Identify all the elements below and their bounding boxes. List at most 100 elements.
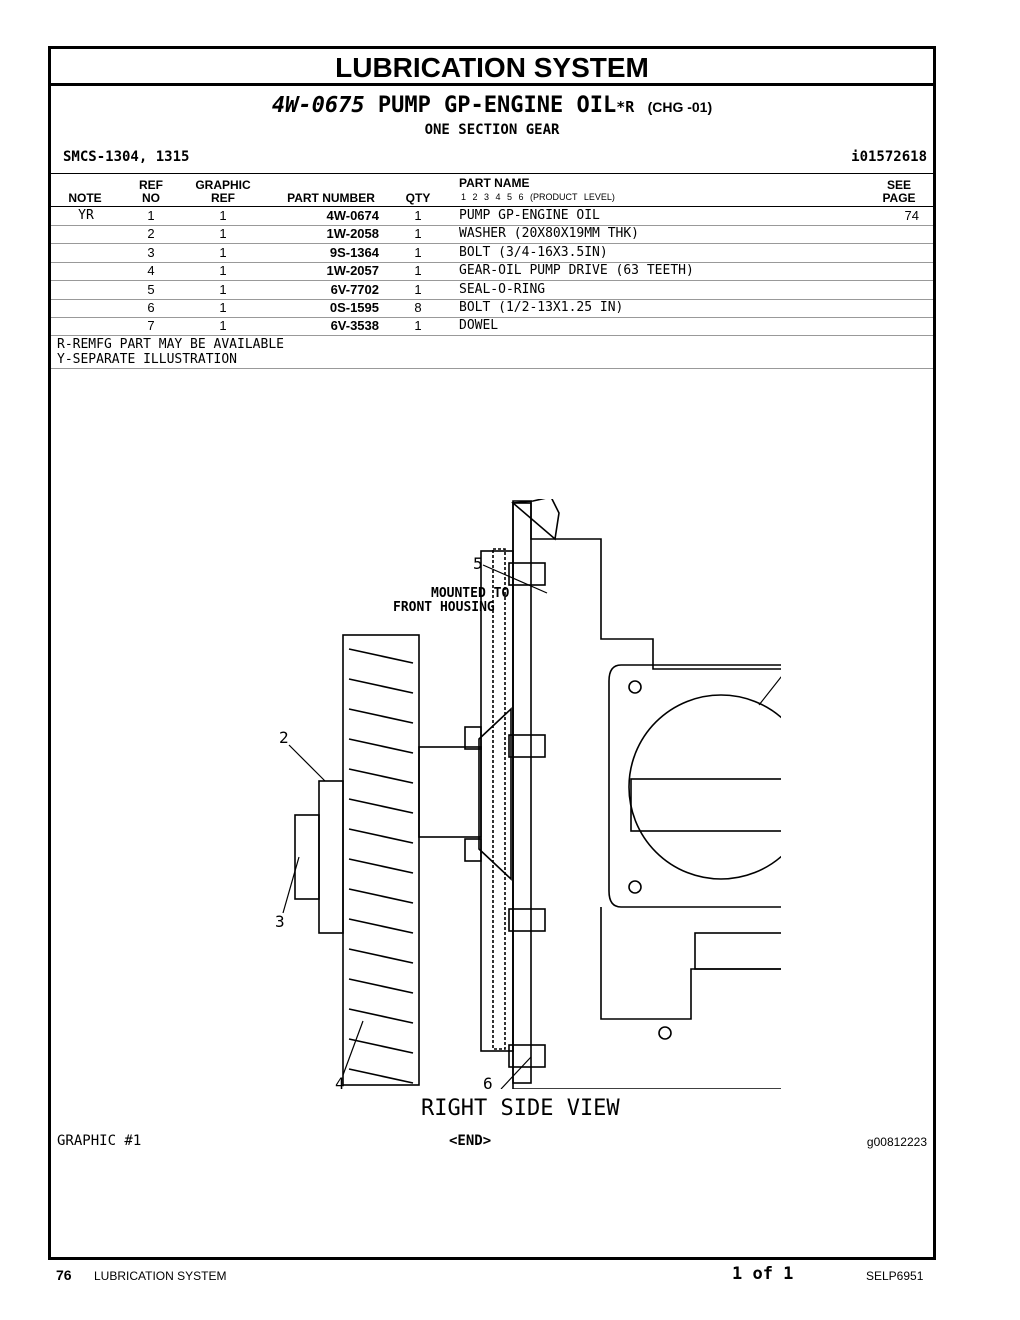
page-frame: LUBRICATION SYSTEM 4W-0675 PUMP GP-ENGIN…: [48, 46, 936, 1260]
col-header-product-levels: 1 2 3 4 5 6 (PRODUCT LEVEL): [461, 192, 615, 202]
cell-graphic-ref: 1: [219, 226, 227, 242]
plate-bolt-head: [464, 726, 482, 750]
gear-tooth: [348, 648, 414, 664]
cell-graphic-ref: 1: [219, 318, 227, 334]
plate-bolt: [508, 734, 546, 758]
gear-tooth: [348, 888, 414, 904]
cell-part-number: 4W-0674: [326, 208, 380, 223]
col-header-part-name: PART NAME: [459, 176, 530, 190]
smcs-code: SMCS-1304, 1315: [63, 149, 190, 165]
cell-part-name: GEAR-OIL PUMP DRIVE (63 TEETH): [459, 263, 694, 279]
callout-3: 3: [275, 912, 285, 931]
cell-qty: 1: [414, 226, 422, 242]
group-part-number: 4W-0675: [271, 93, 365, 118]
notes-block: R-REMFG PART MAY BE AVAILABLE Y-SEPARATE…: [57, 337, 284, 367]
callout-5: 5: [473, 554, 483, 573]
cell-qty: 1: [414, 263, 422, 279]
note-line: Y-SEPARATE ILLUSTRATION: [57, 352, 238, 367]
mounted-label-line1: MOUNTED TO: [431, 586, 509, 601]
bolt-hole: [628, 680, 642, 694]
leader-4: [342, 1020, 364, 1076]
cell-part-number: 1W-2058: [326, 226, 380, 242]
gear-tooth: [348, 798, 414, 814]
gear-tooth: [348, 828, 414, 844]
plate-bolt-head: [464, 838, 482, 862]
cell-ref-no: 5: [147, 281, 155, 297]
cell-graphic-ref: 1: [219, 208, 227, 223]
cell-graphic-ref: 1: [219, 300, 227, 315]
gear-tooth: [348, 738, 414, 754]
seal-ring: [492, 548, 506, 1050]
view-label: RIGHT SIDE VIEW: [421, 1096, 620, 1121]
graphic-code: g00812223: [866, 1135, 927, 1149]
col-header-note: NOTE: [68, 191, 102, 205]
gear-tooth: [348, 948, 414, 964]
callout-2: 2: [279, 728, 289, 747]
cell-part-name: WASHER (20X80X19MM THK): [459, 226, 640, 242]
col-header-qty: QTY: [405, 191, 431, 205]
oil-channel: [694, 932, 781, 970]
hub-boss: [478, 707, 512, 881]
pump-port-plate: [608, 664, 781, 908]
cell-part-number: 9S-1364: [329, 244, 379, 260]
cell-ref-no: 7: [147, 318, 155, 334]
note-line: R-REMFG PART MAY BE AVAILABLE: [57, 337, 284, 352]
gear-tooth: [348, 768, 414, 784]
footer-section: LUBRICATION SYSTEM: [94, 1269, 227, 1283]
col-header-part-number: PART NUMBER: [287, 191, 375, 205]
bolt-hole: [628, 880, 642, 894]
group-part-name: PUMP GP-ENGINE OIL: [377, 93, 617, 118]
cell-part-name: BOLT (3/4-16X3.5IN): [459, 244, 608, 260]
port-cross-bar: [630, 778, 781, 832]
leader-2: [288, 744, 326, 782]
footer-page-of: 1 of 1: [732, 1264, 794, 1284]
cell-part-number: 6V-7702: [330, 281, 379, 297]
leader-3: [282, 856, 300, 914]
cell-part-name: DOWEL: [459, 318, 499, 334]
graphic-label: GRAPHIC #1: [57, 1133, 142, 1149]
pump-port-bore: [628, 694, 781, 880]
footer-publication: SELP6951: [866, 1269, 924, 1283]
gear-tooth: [348, 678, 414, 694]
plate-bolt: [508, 1044, 546, 1068]
cell-part-name: PUMP GP-ENGINE OIL: [459, 208, 600, 223]
table-row: 3 1 9S-1364 1 BOLT (3/4-16X3.5IN): [51, 244, 933, 263]
footer-page-number: 76: [56, 1267, 72, 1283]
col-header-graphic-bottom: REF: [211, 191, 235, 205]
table-top-rule: [51, 173, 933, 174]
drive-hub: [418, 746, 482, 838]
cell-part-number: 6V-3538: [330, 318, 379, 334]
plate-bolt: [508, 562, 546, 586]
leader-1-7: [758, 676, 781, 706]
gear-tooth: [348, 858, 414, 874]
col-header-ref-top: REF: [139, 178, 163, 192]
cell-qty: 1: [414, 208, 422, 223]
mounting-plate: [512, 502, 532, 1084]
cell-qty: 1: [414, 244, 422, 260]
document-id: i01572618: [851, 149, 927, 165]
cell-ref-no: 4: [147, 263, 155, 279]
cell-graphic-ref: 1: [219, 263, 227, 279]
center-bolt-head: [294, 814, 320, 900]
cell-part-number: 1W-2057: [326, 263, 380, 279]
notes-divider: [51, 368, 933, 369]
cell-graphic-ref: 1: [219, 244, 227, 260]
plate-bolt: [508, 908, 546, 932]
end-label: <END>: [449, 1133, 492, 1149]
cell-ref-no: 3: [147, 244, 155, 260]
callout-6: 6: [483, 1074, 493, 1089]
cell-part-name: SEAL-O-RING: [459, 281, 546, 297]
table-row: 4 1 1W-2057 1 GEAR-OIL PUMP DRIVE (63 TEETH): [51, 262, 933, 282]
washer: [318, 780, 344, 934]
cell-ref-no: 1: [147, 208, 155, 223]
col-header-see-top: SEE: [886, 178, 911, 192]
cell-ref-no: 6: [147, 300, 155, 315]
cell-qty: 1: [414, 281, 422, 297]
table-header-rule: [51, 206, 933, 207]
cell-graphic-ref: 1: [219, 281, 227, 297]
title-divider: [51, 83, 933, 86]
